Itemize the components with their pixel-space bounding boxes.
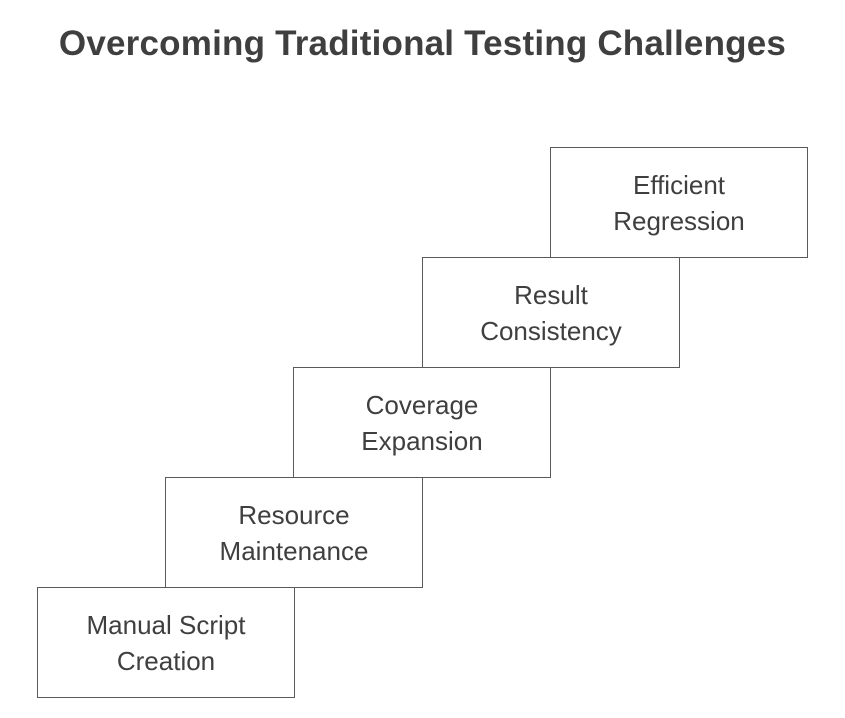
step-label: Manual Script Creation <box>86 609 246 676</box>
step-label: Coverage Expansion <box>361 389 483 456</box>
step-manual-script-creation: Manual Script Creation <box>37 587 295 698</box>
diagram-title: Overcoming Traditional Testing Challenge… <box>58 24 787 63</box>
step-label: Result Consistency <box>480 279 622 346</box>
step-label: Resource Maintenance <box>219 499 369 566</box>
step-coverage-expansion: Coverage Expansion <box>293 367 551 478</box>
step-efficient-regression: Efficient Regression <box>550 147 808 258</box>
step-resource-maintenance: Resource Maintenance <box>165 477 423 588</box>
step-label: Efficient Regression <box>613 169 745 236</box>
step-result-consistency: Result Consistency <box>422 257 680 368</box>
